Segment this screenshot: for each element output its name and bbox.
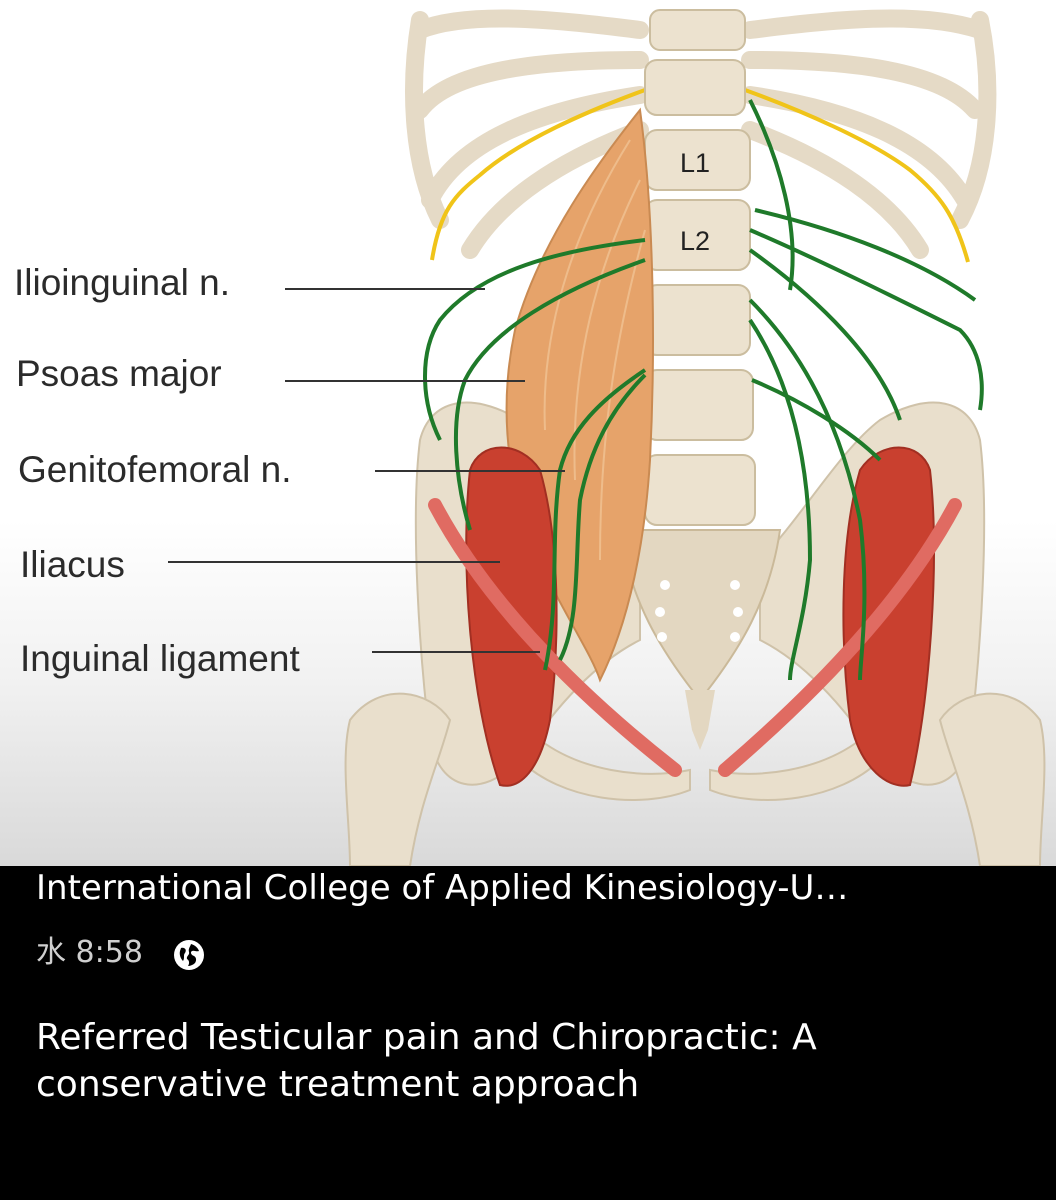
label-genitofemoral-nerve: Genitofemoral n. xyxy=(18,449,292,490)
label-psoas-major: Psoas major xyxy=(16,353,222,394)
lumbar-spine xyxy=(644,9,756,526)
right-iliacus-muscle xyxy=(842,446,935,787)
post-timestamp[interactable]: 水 8:58 xyxy=(36,935,143,970)
post-caption-panel xyxy=(0,866,1056,1200)
lumbar-plexus-nerves xyxy=(423,99,984,681)
left-ribcage xyxy=(405,9,649,259)
label-leader-lines xyxy=(168,288,565,653)
post-text: Referred Testicular pain and Chiropracti… xyxy=(36,1017,817,1105)
label-ilioinguinal-nerve: Ilioinguinal n. xyxy=(14,262,230,303)
vertebra-label-l1: L1 xyxy=(680,148,711,178)
label-inguinal-ligament: Inguinal ligament xyxy=(20,638,300,679)
anatomy-illustration xyxy=(168,9,1046,866)
post-image[interactable]: L1 L2 Ilioinguinal n. Psoas major Genito… xyxy=(0,0,1056,866)
globe-icon xyxy=(174,940,204,970)
subcostal-nerves xyxy=(430,88,970,263)
label-iliacus: Iliacus xyxy=(20,544,125,585)
right-ribcage xyxy=(741,9,997,259)
vertebra-label-l2: L2 xyxy=(680,226,711,256)
post-author[interactable]: International College of Applied Kinesio… xyxy=(36,868,849,908)
